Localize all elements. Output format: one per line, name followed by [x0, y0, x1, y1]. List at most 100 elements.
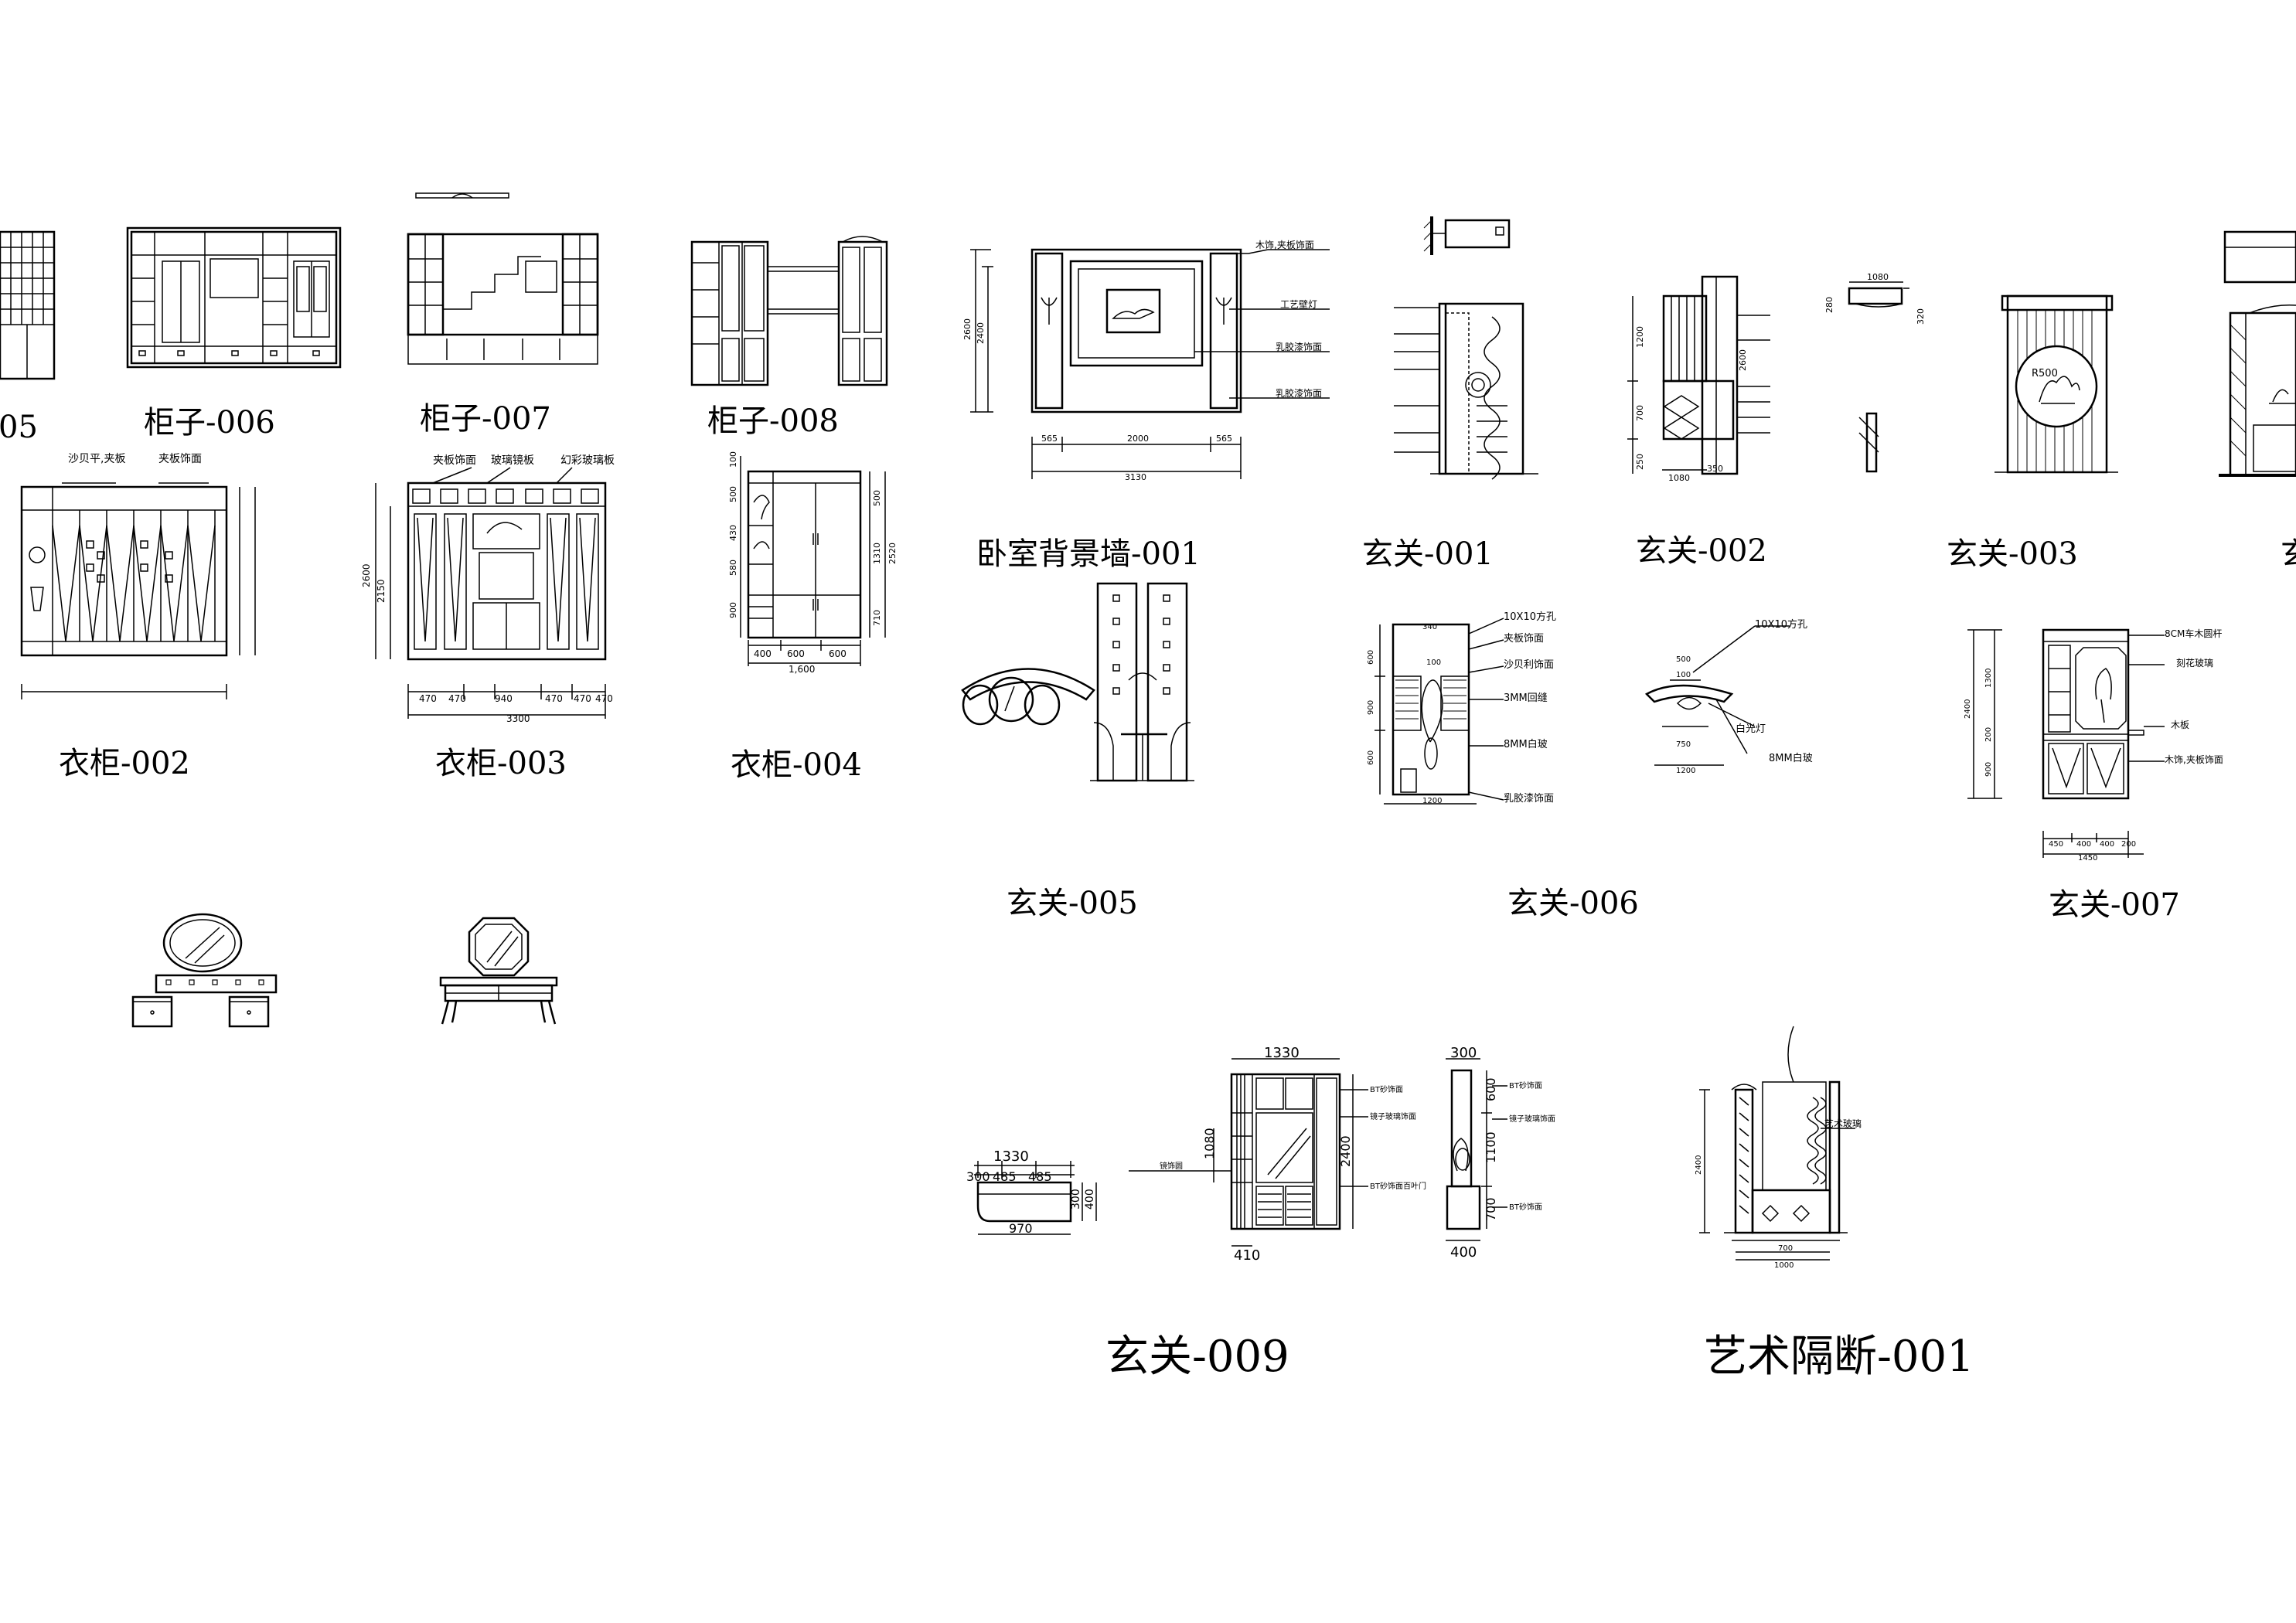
caption-foyer-009: 玄关-009 — [1105, 1332, 1289, 1382]
w004-dim-l3: 430 — [728, 525, 738, 541]
w004-dim-2: 600 — [787, 648, 805, 659]
f009-plan-dim-300b: 300 — [1070, 1189, 1082, 1210]
caption-foyer-004-partial: 玄 — [2281, 539, 2296, 570]
w003-label-3: 幻彩玻璃板 — [560, 454, 615, 467]
f006-plan-label-3: 8MM白玻 — [1769, 752, 1813, 764]
wardrobe-002-drawing: 沙贝平,夹板 夹板饰面 — [20, 453, 256, 699]
f009-elev-dim-2400: 2400 — [1338, 1135, 1353, 1167]
w004-dim-r1: 500 — [872, 490, 882, 506]
f007-dim-3: 900 — [1984, 762, 1993, 777]
f002-dim-top-1080: 1080 — [1867, 272, 1889, 282]
f006-label-6: 乳胶漆饰面 — [1504, 792, 1554, 805]
bw001-dim-3: 565 — [1216, 434, 1232, 444]
bw001-label-2: 工艺壁灯 — [1280, 298, 1317, 310]
caption-art-partition-001: 艺术隔断-001 — [1704, 1332, 1974, 1382]
f006-dim-3: 600 — [1367, 750, 1375, 765]
f009-label-2: 镜子玻璃饰面 — [1370, 1111, 1416, 1121]
f007-dim-total: 1450 — [2078, 854, 2097, 863]
dressing-table-2-drawing — [439, 917, 558, 1025]
f006-plan-dim-2: 100 — [1676, 671, 1691, 679]
f007-dim-1: 1300 — [1984, 669, 1993, 688]
f006-label-5: 8MM白玻 — [1504, 738, 1548, 750]
f009-plan-dim-485b: 485 — [1028, 1169, 1052, 1184]
w002-label-2: 夹板饰面 — [158, 453, 202, 465]
caption-bedroom-wall-001: 卧室背景墙-001 — [976, 536, 1201, 572]
f006-plan-label-1: 10X10方孔 — [1755, 618, 1807, 631]
f009-plan-dim-970: 970 — [1009, 1221, 1033, 1236]
f009-side-dim-700: 700 — [1484, 1197, 1498, 1221]
art-partition-001-drawing: 2400 艺术玻璃 700 1000 — [1695, 1026, 1862, 1270]
f002-dim-250: 250 — [1635, 454, 1645, 470]
w004-dim-l5: 900 — [728, 602, 738, 618]
f009-label-4: BT砂饰面百叶门 — [1370, 1181, 1426, 1191]
f009-elev-dim-1080: 1080 — [1202, 1128, 1217, 1159]
f002-dim-1080: 1080 — [1668, 473, 1690, 483]
f007-dim-2: 200 — [1984, 727, 1993, 742]
f006-label-1: 10X10方孔 — [1504, 611, 1556, 623]
f009-side-dim-300: 300 — [1450, 1045, 1477, 1061]
ap001-label: 艺术玻璃 — [1824, 1118, 1862, 1129]
w003-label-1: 夹板饰面 — [433, 454, 476, 467]
caption-foyer-007: 玄关-007 — [2049, 887, 2180, 923]
bedroom-wall-001-drawing: 木饰,夹板饰面 工艺壁灯 乳胶漆饰面 乳胶漆饰面 2600 2400 565 2… — [962, 240, 1330, 482]
caption-cabinet-008: 柜子-008 — [707, 403, 839, 439]
cabinet-006-drawing — [126, 226, 342, 369]
f006-dim-4: 340 — [1422, 623, 1437, 631]
f009-plan-dim-400: 400 — [1084, 1189, 1096, 1210]
f007-dim-8: 200 — [2121, 840, 2136, 849]
caption-wardrobe-002: 衣柜-002 — [59, 746, 190, 781]
f006-plan-label-2: 白光灯 — [1736, 723, 1766, 735]
ap001-dim-1000: 1000 — [1774, 1261, 1794, 1270]
w004-dim-l2: 500 — [728, 486, 738, 502]
w004-dim-r4: 710 — [872, 610, 882, 626]
w003-dim-2150: 2150 — [376, 579, 387, 603]
bw001-dim-height-2: 2400 — [976, 322, 986, 344]
bw001-dim-height: 2600 — [962, 318, 973, 340]
f009-side-dim-1100: 1100 — [1484, 1131, 1498, 1163]
w003-dim-2: 470 — [448, 693, 466, 704]
f009-side-dim-400: 400 — [1450, 1244, 1477, 1261]
caption-cabinet-007: 柜子-007 — [420, 401, 551, 437]
w004-dim-3: 600 — [829, 648, 847, 659]
foyer-003-drawing: R500 — [1995, 294, 2118, 474]
f002-dim-700: 700 — [1635, 405, 1645, 421]
bw001-dim-total: 3130 — [1125, 472, 1146, 482]
w003-dim-5: 470 — [574, 693, 591, 704]
caption-foyer-006: 玄关-006 — [1507, 886, 1639, 921]
w003-dim-6: 470 — [595, 693, 613, 704]
f002-dim-280: 280 — [1824, 297, 1834, 313]
bw001-label-4: 乳胶漆饰面 — [1276, 387, 1322, 399]
f009-label-1: BT砂饰面 — [1370, 1084, 1403, 1094]
f007-dim-7: 400 — [2100, 840, 2114, 849]
ap001-dim-700: 700 — [1778, 1244, 1793, 1253]
f002-dim-350: 350 — [1707, 464, 1723, 474]
w004-dim-l1: 100 — [728, 451, 738, 468]
f009-side-label-1: BT砂饰面 — [1509, 1080, 1542, 1091]
f009-plan-dim-1330: 1330 — [993, 1148, 1029, 1165]
foyer-001-drawing — [1394, 216, 1538, 480]
ap001-dim-2400: 2400 — [1695, 1155, 1703, 1175]
f006-plan-dim-4: 1200 — [1676, 767, 1695, 775]
f002-dim-1200: 1200 — [1635, 326, 1645, 348]
f009-plan-dim-485a: 485 — [993, 1169, 1017, 1184]
f007-label-1: 8CM车木圆杆 — [2165, 628, 2222, 639]
f009-label-3: 镜饰圆 — [1160, 1161, 1183, 1171]
f006-dim-5: 100 — [1426, 658, 1441, 667]
caption-cabinet-005-partial: 05 — [0, 410, 38, 445]
f007-label-2: 刻花玻璃 — [2176, 657, 2213, 669]
bw001-label-3: 乳胶漆饰面 — [1276, 341, 1322, 352]
foyer-005-drawing — [961, 582, 1194, 782]
caption-foyer-005: 玄关-005 — [1007, 886, 1138, 921]
caption-cabinet-006: 柜子-006 — [144, 405, 275, 441]
bw001-dim-2: 2000 — [1127, 434, 1149, 444]
w004-dim-total: 1,600 — [789, 664, 815, 675]
wardrobe-004-drawing: 400 600 600 1,600 100 500 430 580 900 50… — [728, 451, 898, 675]
w004-dim-r2: 1310 — [872, 543, 882, 564]
f009-side-label-3: BT砂饰面 — [1509, 1202, 1542, 1212]
w003-dim-total: 3300 — [506, 713, 530, 724]
w003-dim-1: 470 — [419, 693, 437, 704]
cabinet-008-drawing — [690, 236, 888, 386]
f006-dim-6: 1200 — [1422, 797, 1442, 805]
